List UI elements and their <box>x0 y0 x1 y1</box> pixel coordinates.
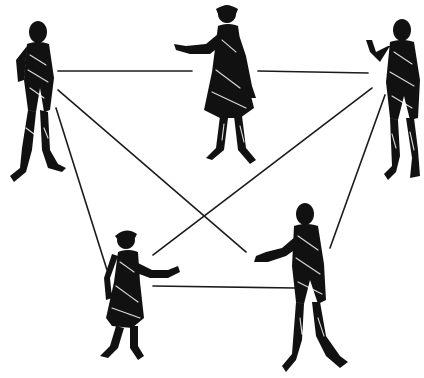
connection-line <box>153 88 372 255</box>
connection-line <box>153 286 296 288</box>
person-figure-top-left <box>10 21 66 182</box>
person-figure-bottom-left <box>100 230 180 360</box>
person-figure-top-center <box>174 5 256 164</box>
connection-line <box>56 108 107 270</box>
connection-line <box>258 71 368 73</box>
connection-line <box>330 95 385 248</box>
person-figure-top-right <box>366 19 420 180</box>
